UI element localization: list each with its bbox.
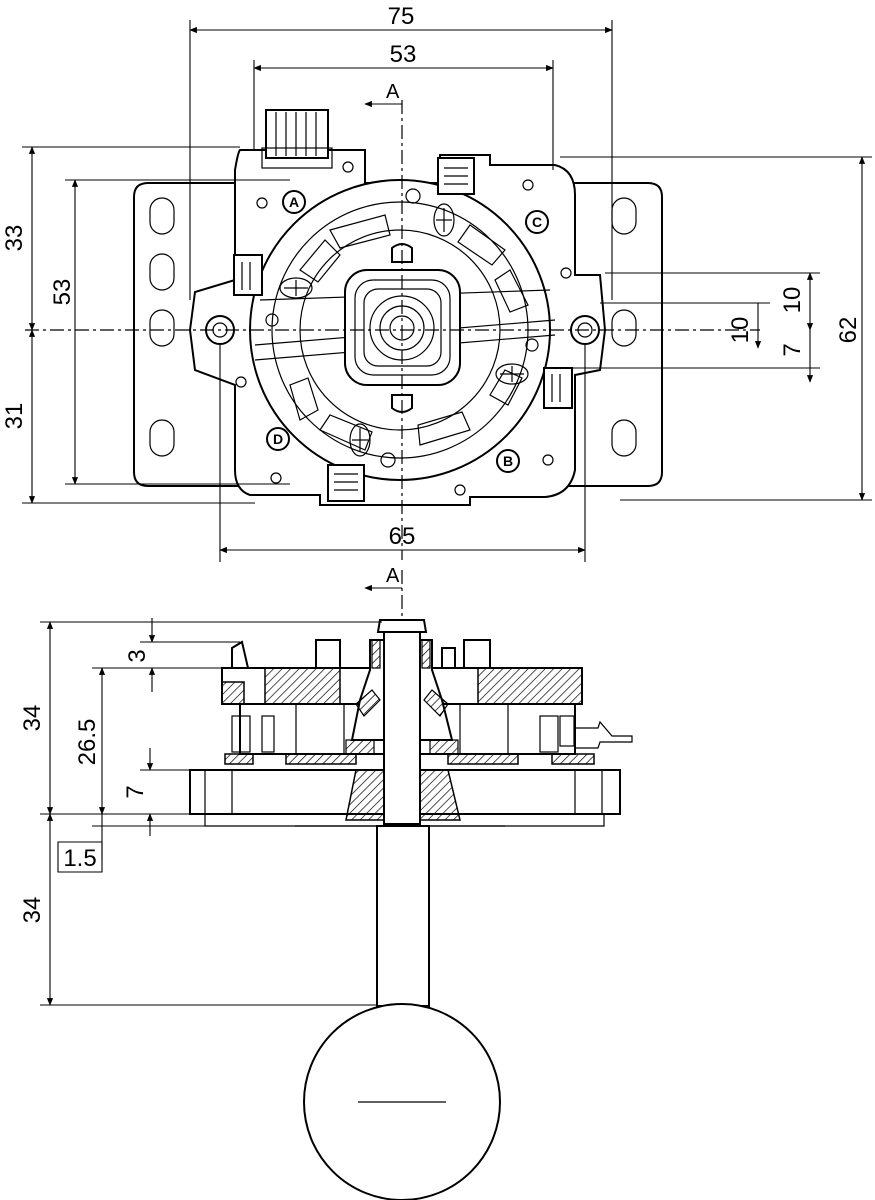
- dim-53-left: 53: [49, 279, 76, 306]
- dimensions-top-view: 75 53 65 33 31 53 62 10 10: [1, 3, 872, 562]
- dim-10-outer: 10: [779, 287, 806, 314]
- dim-75: 75: [388, 3, 415, 30]
- section-mark-bottom: A: [364, 565, 402, 592]
- svg-text:D: D: [273, 431, 283, 447]
- dim-34-bottom: 34: [19, 897, 46, 924]
- microswitches: [233, 157, 573, 502]
- plate-slots-left: [149, 197, 175, 457]
- gate-plate: [221, 667, 583, 705]
- dim-34-top: 34: [19, 705, 46, 732]
- dim-10-inner: 10: [727, 317, 754, 344]
- svg-text:B: B: [503, 453, 513, 469]
- dim-7-side: 7: [122, 785, 149, 798]
- dimensions-side-view: 34 34 26.5 3 7 1.5: [19, 618, 382, 1006]
- switch-label-d: D: [266, 427, 290, 451]
- svg-text:A: A: [289, 194, 299, 210]
- dim-53-top: 53: [390, 41, 417, 68]
- switch-label-c: C: [525, 210, 549, 234]
- side-view: A: [189, 565, 633, 1200]
- plus-markers: [279, 203, 529, 457]
- shaft-assembly: [345, 619, 461, 825]
- dim-62: 62: [835, 317, 862, 344]
- dim-65: 65: [389, 523, 416, 550]
- svg-text:C: C: [532, 214, 542, 230]
- svg-text:A: A: [386, 81, 400, 103]
- switch-label-a: A: [282, 190, 306, 214]
- switch-label-b: B: [496, 449, 520, 473]
- dim-26-5: 26.5: [74, 719, 101, 766]
- screw-holes: [235, 161, 572, 496]
- dim-33: 33: [1, 225, 28, 252]
- dim-7-right: 7: [779, 343, 806, 356]
- dim-31: 31: [1, 403, 28, 430]
- svg-text:A: A: [386, 565, 400, 587]
- handle-shaft: [376, 825, 430, 1007]
- section-mark-top: A: [364, 81, 402, 108]
- plate-slots-right: [611, 197, 637, 457]
- connector-top: [261, 109, 333, 169]
- top-view: A C D B A: [25, 81, 760, 560]
- dim-1-5: 1.5: [63, 845, 96, 872]
- dim-3: 3: [124, 649, 151, 662]
